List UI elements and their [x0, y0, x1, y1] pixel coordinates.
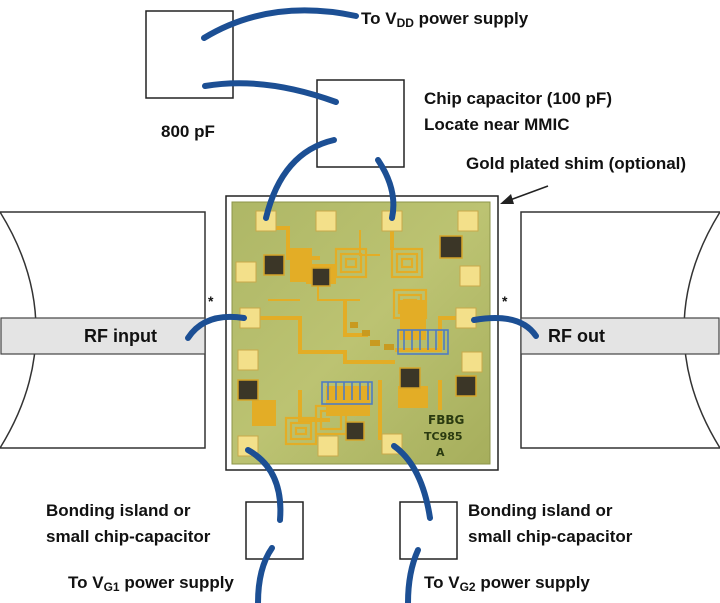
rf-out-line — [520, 317, 720, 355]
wire-vg1-island-to-supply — [255, 545, 275, 603]
vdd-supply-label: To VDD power supply — [361, 9, 529, 30]
mim-capacitors — [237, 235, 477, 441]
rf-out-label: RF out — [548, 326, 605, 346]
chip-marking-line2: TC985 — [424, 430, 463, 443]
gold-shim-label: Gold plated shim (optional) — [466, 154, 687, 173]
bonding-island-left — [245, 501, 304, 560]
chip-capacitor-label: Chip capacitor (100 pF) — [424, 89, 612, 108]
wire-chipcap-to-pad-right — [375, 157, 397, 221]
wire-pad-to-vg2-island — [391, 443, 433, 521]
wire-vg2-island-to-supply — [405, 547, 421, 603]
right-substrate — [520, 211, 720, 449]
blue-comb-structures — [321, 329, 449, 405]
chip-marking-line1: FBBG — [428, 413, 465, 427]
vg1-supply-label: To VG1 power supply — [68, 573, 234, 594]
bonding-island-left-note: small chip-capacitor — [46, 527, 211, 546]
wire-chipcap-to-pad-left — [263, 137, 337, 221]
mmic-die — [231, 201, 491, 465]
chip-capacitor-note: Locate near MMIC — [424, 115, 570, 134]
left-substrate — [0, 211, 206, 449]
vg2-supply-label: To VG2 power supply — [424, 573, 590, 594]
bonding-island-right-note: small chip-capacitor — [468, 527, 633, 546]
shim-arrow — [500, 185, 549, 204]
wire-rf-input — [185, 313, 247, 341]
bonding-island-left-label: Bonding island or — [46, 501, 191, 520]
rf-input-label: RF input — [84, 326, 157, 346]
bond-wires — [185, 7, 539, 603]
asterisk-right: * — [502, 293, 508, 309]
bonding-island-right-label: Bonding island or — [468, 501, 613, 520]
asterisk-left: * — [208, 293, 214, 309]
rf-input-line — [0, 317, 206, 355]
chip-capacitor-100pf — [316, 79, 405, 168]
wire-pad-to-vg1-island — [245, 447, 284, 523]
capacitor-800pf-label: 800 pF — [161, 122, 215, 141]
wire-vdd-to-800pf — [201, 7, 359, 41]
wire-800pf-to-chipcap — [202, 80, 339, 105]
wire-rf-out — [471, 315, 539, 339]
chip-marking-line3: A — [436, 446, 445, 459]
bond-pads — [235, 210, 483, 457]
